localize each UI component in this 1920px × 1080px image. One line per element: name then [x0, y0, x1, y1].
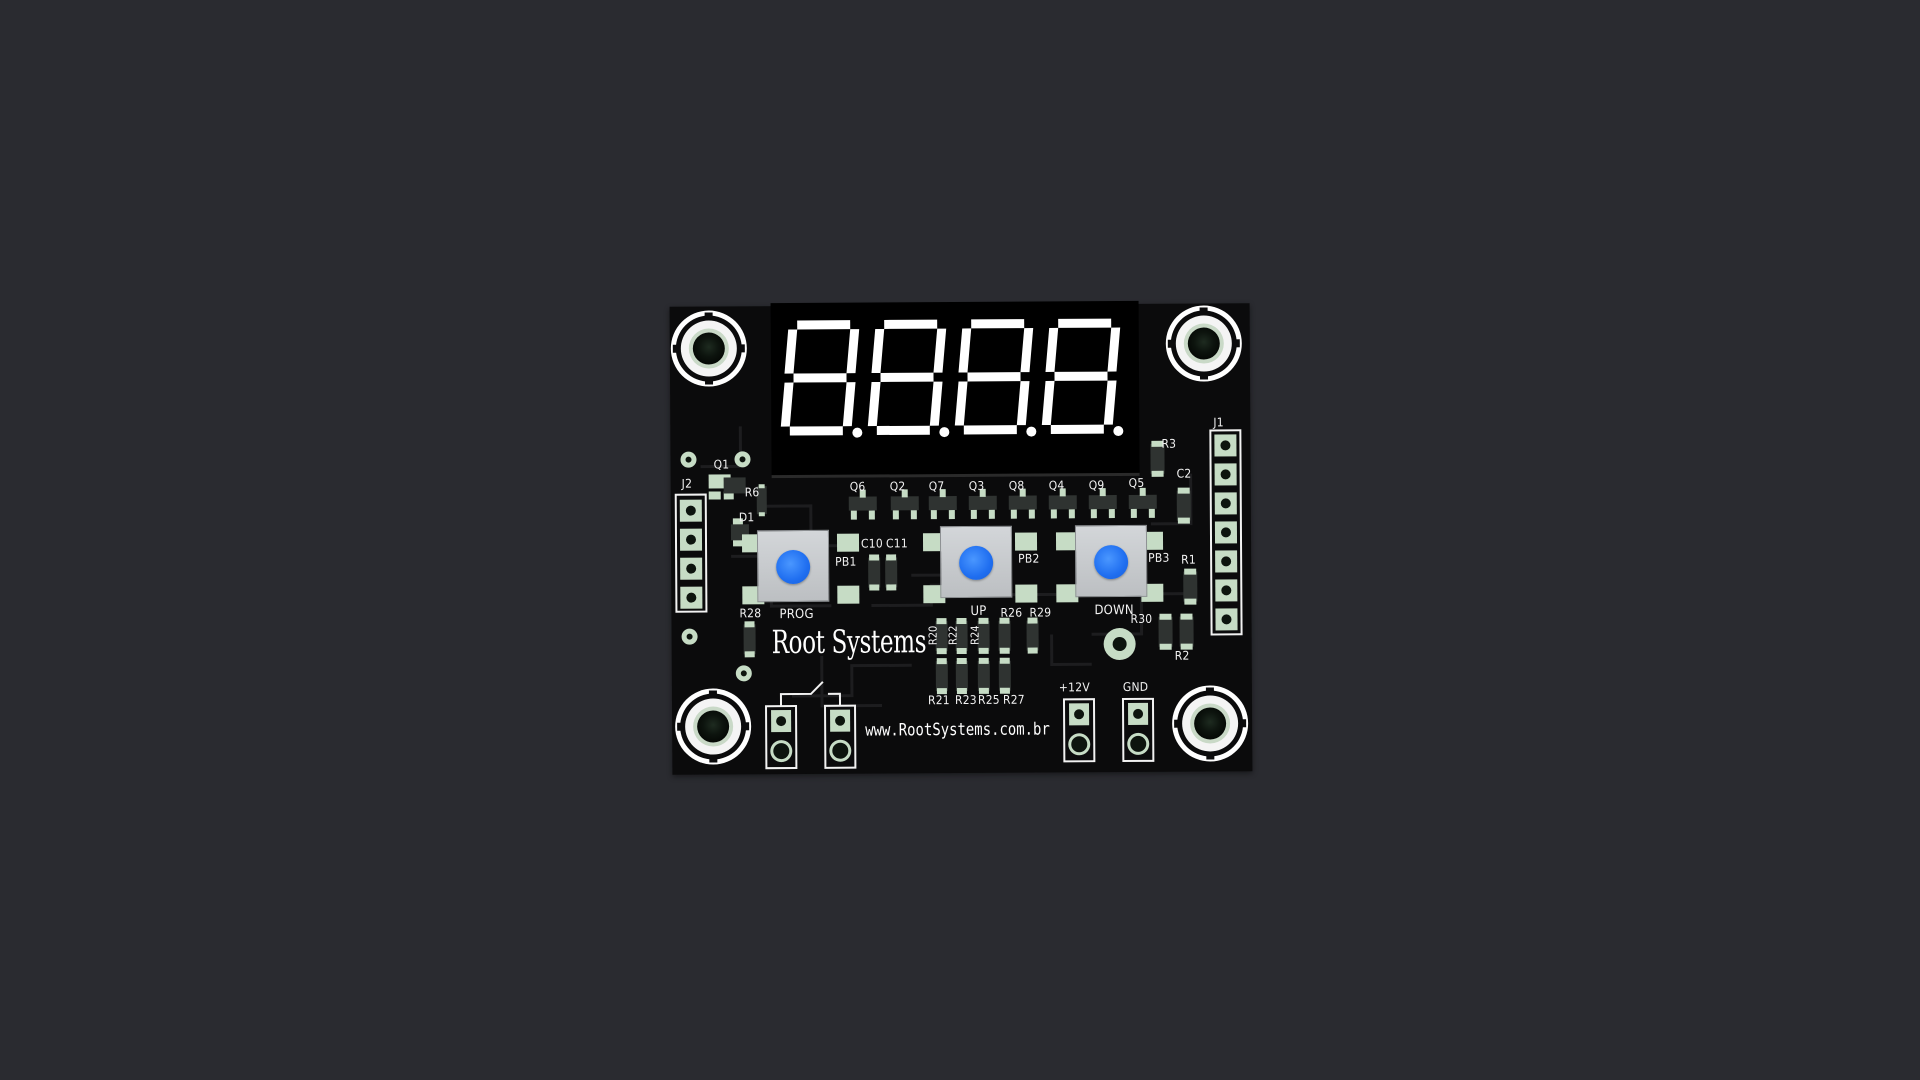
digit-1-segment-d	[789, 426, 843, 436]
mounting-hole-top-left	[670, 310, 747, 387]
digit-2-decimal-point	[939, 427, 950, 438]
d1-label: D1	[738, 510, 755, 525]
digit-3-segment-g	[967, 372, 1021, 382]
power-pos-label: +12V	[1058, 680, 1090, 695]
digit-4-segment-a	[1058, 318, 1112, 328]
q2-label: Q2	[889, 479, 906, 494]
digit-3-decimal-point	[1026, 426, 1037, 437]
down-button-cap[interactable]	[1094, 544, 1129, 580]
mounting-hole-top-right	[1165, 305, 1242, 382]
r23-label: R23	[954, 692, 977, 708]
pb3-label: PB3	[1148, 550, 1170, 565]
q5-label: Q5	[1128, 475, 1145, 490]
mounting-hole-bottom-left	[675, 688, 752, 765]
digit-1-segment-e	[780, 382, 794, 427]
digit-2-segment-d	[876, 425, 930, 436]
r24-label: R24	[968, 625, 982, 645]
r1-label: R1	[1181, 552, 1196, 567]
digit-2-segment-e	[867, 381, 881, 427]
j2-label: J2	[681, 476, 693, 491]
digit-1-segment-f	[784, 329, 798, 374]
r25-label: R25	[977, 692, 1000, 707]
right-passives	[1103, 440, 1198, 661]
q8-label: Q8	[1008, 478, 1025, 493]
r20-label: R20	[926, 625, 940, 646]
r6-label: R6	[744, 485, 760, 500]
digit-2-segment-g	[880, 372, 934, 382]
via-holes	[685, 456, 747, 677]
digit-3-segment-c	[1016, 381, 1030, 426]
digit-4-segment-b	[1107, 327, 1121, 372]
digit-2-segment-c	[929, 381, 943, 426]
prog-label: PROG	[779, 606, 814, 623]
pb2-label: PB2	[1018, 551, 1040, 566]
r29-label: R29	[1029, 605, 1052, 620]
c2-label: C2	[1176, 466, 1192, 481]
up-button[interactable]	[939, 525, 1013, 599]
r3-label: R3	[1161, 436, 1177, 451]
c10-c11-pads	[868, 554, 898, 591]
r26-label: R26	[1000, 605, 1023, 620]
down-label: DOWN	[1094, 602, 1134, 619]
digit-1-segment-a	[797, 320, 851, 330]
digit-4-segment-c	[1103, 380, 1117, 425]
q4-label: Q4	[1048, 478, 1065, 493]
digit-3-segment-d	[963, 425, 1017, 435]
brand-logo-text: Root Systems	[771, 622, 927, 662]
c11-label: C11	[885, 536, 908, 551]
pcb-board[interactable]: PROG UP DOWN PB1 PB2 PB3 J2 J1 +12V GND …	[669, 300, 1253, 775]
transistor-row	[848, 487, 1157, 520]
digit-1-segment-b	[846, 329, 860, 374]
up-label: UP	[970, 603, 987, 619]
digit-2-segment-a	[884, 319, 938, 329]
digit-4-segment-d	[1050, 424, 1104, 434]
prog-button[interactable]	[756, 529, 830, 603]
digit-4-decimal-point	[1113, 426, 1124, 437]
r28-label: R28	[739, 606, 762, 621]
pb1-label: PB1	[835, 554, 857, 569]
q1-label: Q1	[713, 457, 730, 472]
header-j1	[1209, 429, 1243, 636]
q6-label: Q6	[849, 479, 866, 494]
digit-1-segment-c	[842, 382, 856, 427]
r22-label: R22	[946, 625, 960, 646]
r28-pads	[743, 621, 756, 658]
brand-url: www.RootSystems.com.br	[865, 719, 1050, 741]
seven-segment-display	[770, 300, 1140, 479]
r2-label: R2	[1174, 648, 1190, 663]
relay-terminal	[765, 681, 857, 770]
r27-label: R27	[1002, 692, 1025, 707]
c10-label: C10	[860, 536, 883, 551]
j1-label: J1	[1213, 415, 1224, 430]
digit-4-segment-e	[1041, 380, 1055, 426]
digit-4-segment-g	[1054, 371, 1108, 381]
down-button[interactable]	[1074, 524, 1148, 598]
up-button-cap[interactable]	[959, 545, 994, 581]
digit-3-segment-f	[958, 328, 972, 373]
power-terminal	[1062, 697, 1155, 763]
q7-label: Q7	[928, 479, 945, 494]
power-gnd-label: GND	[1122, 679, 1149, 695]
digit-3-segment-e	[954, 381, 968, 426]
digit-3-segment-a	[971, 319, 1025, 329]
q1-r6-d1-pads	[708, 474, 767, 547]
digit-2-segment-f	[871, 328, 885, 374]
digit-1-segment-g	[793, 373, 847, 383]
header-j2	[674, 493, 708, 613]
resistor-bank	[935, 617, 1039, 695]
mounting-hole-bottom-right	[1172, 685, 1249, 762]
r30-label: R30	[1130, 611, 1153, 626]
q9-label: Q9	[1088, 478, 1105, 493]
prog-button-cap[interactable]	[776, 549, 811, 585]
digit-2-segment-b	[933, 328, 947, 373]
digit-3-segment-b	[1020, 328, 1034, 373]
q3-label: Q3	[968, 478, 985, 493]
digit-4-segment-f	[1045, 327, 1059, 372]
display-digits	[780, 318, 1124, 438]
digit-1-decimal-point	[852, 427, 863, 438]
r21-label: R21	[927, 693, 950, 708]
pcb-artwork	[670, 305, 1249, 770]
